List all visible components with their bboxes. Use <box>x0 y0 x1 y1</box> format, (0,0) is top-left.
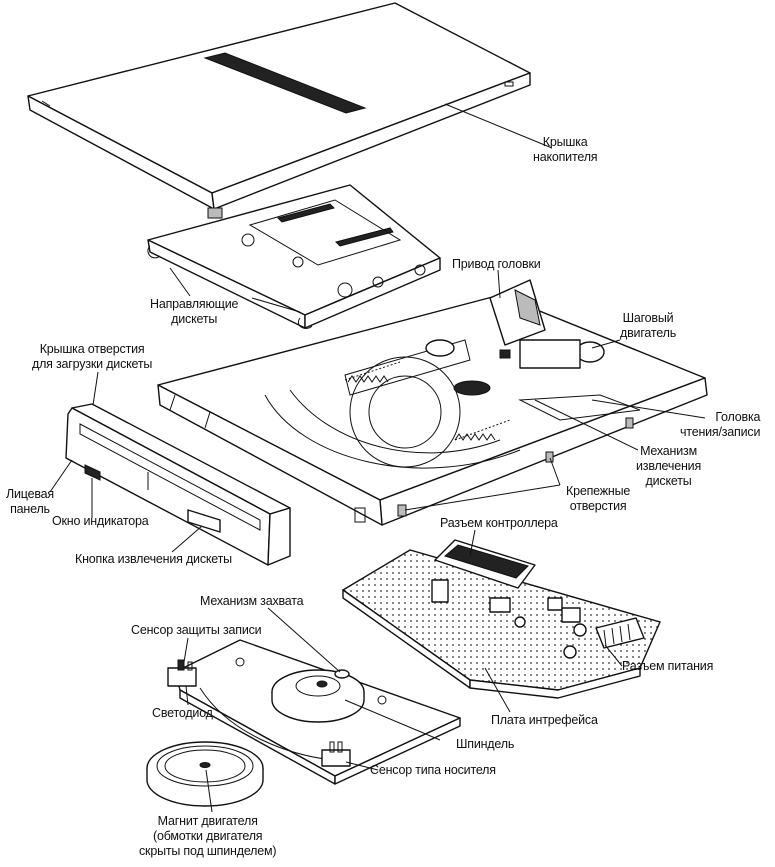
disk-guides <box>147 184 441 329</box>
label-read-write-head-line1: Головка <box>715 410 761 424</box>
leader-controller-connector <box>469 529 476 557</box>
label-eject-button: Кнопка извлечения дискеты <box>75 552 232 566</box>
drive-cover <box>27 2 531 210</box>
leader-drive-cover <box>444 103 553 149</box>
label-front-panel-line2: панель <box>10 502 50 516</box>
label-stepper-motor-line1: Шаговый <box>622 311 674 325</box>
leader-stepper-motor <box>591 339 621 349</box>
leader-mounting-holes-1 <box>404 484 561 511</box>
leader-led <box>185 685 189 706</box>
label-indicator-window: Окно индикатора <box>52 514 149 528</box>
leader-spindle <box>344 699 441 741</box>
label-disk-guides: Направляющие дискеты <box>150 297 238 327</box>
leader-power-connector <box>604 644 623 667</box>
leader-disk-guides-2 <box>169 267 191 297</box>
leader-eject-mechanism <box>534 399 639 451</box>
label-disk-slot-cover: Крышка отверстия для загрузки дискеты <box>32 342 152 372</box>
leader-interface-board <box>484 667 511 713</box>
leader-eject-button <box>171 525 203 553</box>
label-disk-slot-cover-line2: для загрузки дискеты <box>32 357 153 371</box>
leader-disk-guides <box>251 297 301 313</box>
label-drive-cover-line2: накопителя <box>533 150 598 164</box>
label-write-protect-sensor: Сенсор защиты записи <box>131 623 262 637</box>
label-stepper-motor: Шаговый двигатель <box>620 311 676 341</box>
label-clamp-mechanism: Механизм захвата <box>200 594 304 608</box>
label-read-write-head-line2: чтения/записи <box>680 425 761 439</box>
label-disk-guides-line1: Направляющие <box>150 297 239 311</box>
label-eject-mechanism-line2: извлечения <box>636 459 702 473</box>
label-eject-mechanism-line1: Механизм <box>640 444 697 458</box>
drive-chassis <box>157 279 708 526</box>
label-power-connector: Разъем питания <box>622 659 714 673</box>
leader-write-protect-sensor <box>183 637 189 663</box>
label-read-write-head: Головка чтения/записи <box>680 410 760 440</box>
leader-clamp-mechanism <box>267 607 341 673</box>
label-spindle: Шпиндель <box>456 737 515 751</box>
leader-motor-magnet <box>205 769 213 813</box>
label-motor-magnet: Магнит двигателя (обмотки двигателя скры… <box>139 814 277 859</box>
label-led: Светодиод <box>152 706 213 720</box>
label-motor-magnet-line1: Магнит двигателя <box>157 814 258 828</box>
leader-media-sensor <box>345 761 379 771</box>
leader-head-actuator <box>497 269 501 299</box>
label-media-type-sensor: Сенсор типа носителя <box>370 763 496 777</box>
label-stepper-motor-line2: двигатель <box>620 326 677 340</box>
label-controller-connector: Разъем контроллера <box>440 516 558 530</box>
label-motor-magnet-line3: скрыты под шпинделем) <box>139 844 277 858</box>
motor-magnet <box>146 741 264 807</box>
label-mounting-holes-line1: Крепежные <box>566 484 631 498</box>
front-panel <box>65 403 291 566</box>
leader-mounting-holes-2 <box>549 457 561 486</box>
label-head-actuator: Привод головки <box>452 257 541 271</box>
label-interface-board: Плата интрефейса <box>491 713 598 727</box>
label-motor-magnet-line2: (обмотки двигателя <box>152 829 263 843</box>
leader-read-write-head <box>591 399 706 419</box>
label-mounting-holes-line2: отверстия <box>569 499 627 513</box>
label-disk-slot-cover-line1: Крышка отверстия <box>39 342 145 356</box>
label-front-panel: Лицевая панель <box>6 487 54 517</box>
label-drive-cover: Крышка накопителя <box>533 135 598 165</box>
label-mounting-holes: Крепежные отверстия <box>566 484 630 514</box>
label-drive-cover-line1: Крышка <box>542 135 588 149</box>
label-eject-mechanism-line3: дискеты <box>645 474 692 488</box>
label-eject-mechanism: Механизм извлечения дискеты <box>636 444 701 489</box>
leader-front-panel <box>49 459 73 493</box>
label-disk-guides-line2: дискеты <box>171 312 218 326</box>
interface-board <box>341 539 661 699</box>
label-front-panel-line1: Лицевая <box>6 487 54 501</box>
